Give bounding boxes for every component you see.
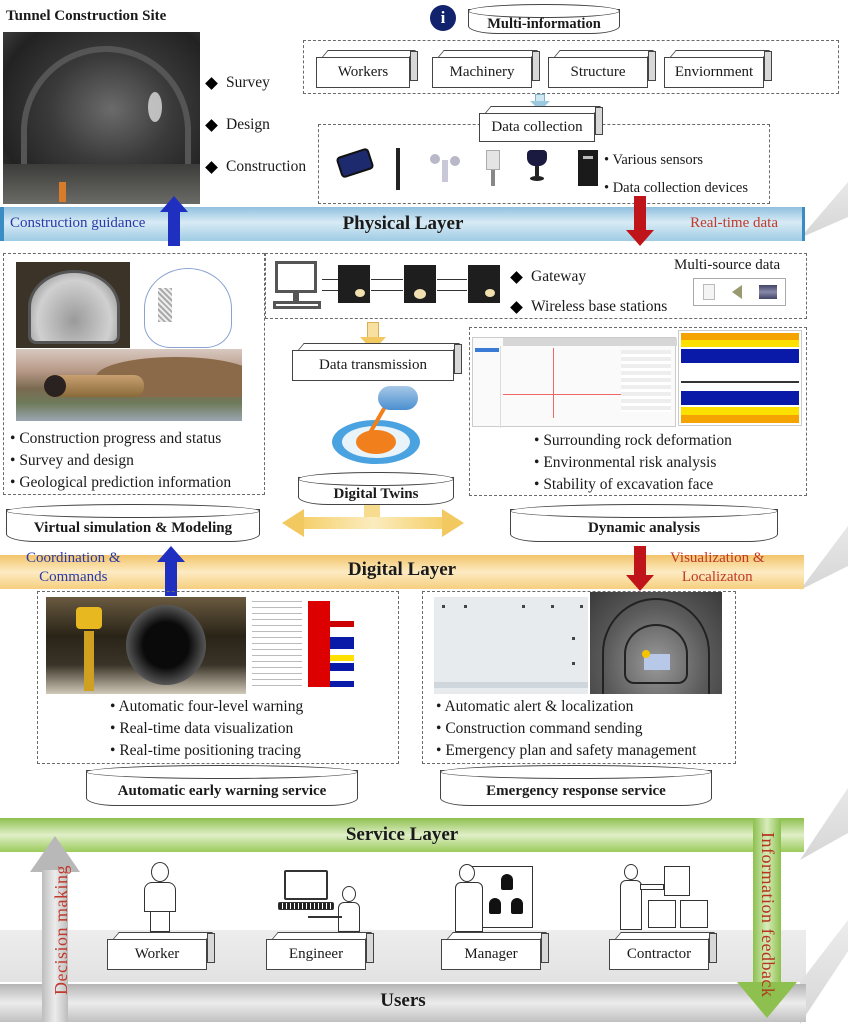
physical-layer-band: Physical Layer Construction guidance Rea… [0, 207, 805, 241]
warning-service-group [37, 591, 399, 764]
engineer-laptop-icon [278, 870, 368, 932]
tunnel-model-image [16, 262, 130, 348]
service-layer-band: Service Layer [0, 818, 804, 852]
network-group [265, 253, 807, 319]
visualization-label: Visualization & Localizaton [670, 550, 765, 585]
dynamic-analysis-label: Dynamic analysis [510, 504, 778, 542]
role-contractor: Contractor [609, 932, 717, 970]
network-items-list: Gateway Wireless base stations [510, 262, 668, 322]
bidirectional-arrow-icon [282, 505, 464, 541]
tunnel-landscape-render [16, 349, 242, 421]
warning-table-screenshot [248, 597, 392, 694]
information-feedback-label: Information feedback [758, 832, 778, 998]
info-icon: i [430, 5, 456, 31]
tunnel-design-drawing [134, 264, 242, 350]
emergency-bullets: Automatic alert & localization Construct… [436, 696, 696, 762]
users-layer-band: Users [0, 984, 806, 1022]
deformation-chart-thumbnail [678, 330, 802, 426]
link-arrows-icon [371, 279, 403, 291]
worker-person-icon [142, 862, 178, 932]
contractor-planning-icon [620, 864, 710, 932]
up-arrow-blue-icon [157, 546, 185, 596]
dynamic-bullets: Surrounding rock deformation Environment… [534, 430, 732, 496]
service-layer-title: Service Layer [345, 824, 459, 845]
role-manager: Manager [441, 932, 549, 970]
virtual-simulation-group [3, 253, 265, 495]
link-arrows-icon [437, 279, 467, 291]
sensor-bullets: Various sensors Data collection devices [604, 146, 748, 202]
gateway-device-3-icon [468, 265, 500, 303]
warning-bullets: Automatic four-level warning Real-time d… [110, 696, 303, 762]
digital-layer-band: Digital Layer Coordination & Commands Vi… [0, 550, 804, 589]
real-time-data-label: Real-time data [690, 215, 778, 231]
multi-source-icons [693, 278, 786, 306]
multi-information-label: Multi-information [468, 4, 620, 34]
link-arrows-icon [322, 279, 338, 291]
down-arrow-red-icon [626, 196, 654, 248]
site-items-list: Survey Design Construction [205, 62, 307, 188]
decision-making-label: Decision making [51, 865, 71, 995]
digital-layer-title: Digital Layer [347, 559, 457, 580]
digital-layer-slope [800, 526, 848, 590]
data-collection-label: Data collection [479, 106, 603, 142]
gateway-device-1-icon [338, 265, 370, 303]
humidity-sensor-icon [486, 150, 500, 186]
site-item-design: Design [226, 116, 270, 133]
warning-service-label: Automatic early warning service [86, 765, 358, 806]
site-title: Tunnel Construction Site [6, 8, 167, 24]
down-arrow-red-icon [626, 546, 654, 592]
network-item-gateway: Gateway [531, 268, 587, 285]
categories-group [303, 40, 839, 94]
category-structure: Structure [548, 50, 656, 88]
diamond-bullet-icon [510, 300, 523, 314]
virtual-simulation-label: Virtual simulation & Modeling [6, 504, 260, 542]
manager-presentation-icon [455, 864, 535, 932]
users-layer-title: Users [380, 990, 426, 1011]
tunnel-site-photo [3, 32, 200, 204]
speaker-icon [731, 285, 742, 299]
information-feedback-arrow [737, 818, 797, 1018]
document-icon [702, 284, 715, 300]
diamond-bullet-icon [205, 76, 218, 90]
site-item-construction: Construction [226, 158, 307, 175]
localization-plot-screenshot [434, 597, 588, 694]
total-station-photo [46, 597, 246, 694]
diamond-bullet-icon [205, 160, 218, 174]
video-icon [758, 285, 777, 299]
category-environment: Enviornment [664, 50, 772, 88]
physical-layer-title: Physical Layer [342, 213, 464, 234]
data-transmission-label: Data transmission [292, 343, 462, 381]
probe-sensor-icon [396, 148, 400, 190]
emergency-service-label: Emergency response service [440, 765, 712, 806]
emergency-service-group [422, 591, 736, 764]
tunnel-localization-view [590, 592, 722, 694]
service-layer-slope [800, 788, 848, 860]
digital-twins-label: Digital Twins [298, 472, 454, 505]
camera-sensor-icon [527, 150, 547, 182]
construction-guidance-label: Construction guidance [10, 215, 146, 231]
decision-making-arrow [30, 836, 80, 1022]
virtual-bullets: Construction progress and status Survey … [10, 428, 231, 494]
site-item-survey: Survey [226, 74, 270, 91]
digital-twin-illustration [328, 384, 424, 468]
role-engineer: Engineer [266, 932, 374, 970]
users-layer-slope [800, 920, 848, 1024]
physical-layer-slope [800, 182, 848, 238]
computer-icon [273, 261, 321, 311]
role-worker: Worker [107, 932, 215, 970]
category-machinery: Machinery [432, 50, 540, 88]
multi-source-title: Multi-source data [674, 257, 781, 273]
gateway-device-2-icon [404, 265, 436, 303]
coordination-label: Coordination & Commands [26, 550, 121, 585]
category-workers: Workers [316, 50, 418, 88]
anemometer-icon [430, 152, 460, 182]
network-item-wireless: Wireless base stations [531, 298, 668, 315]
monitoring-software-screenshot [472, 337, 677, 428]
diamond-bullet-icon [205, 118, 218, 132]
up-arrow-blue-icon [160, 196, 188, 246]
data-collector-icon [578, 150, 598, 186]
diamond-bullet-icon [510, 270, 523, 284]
